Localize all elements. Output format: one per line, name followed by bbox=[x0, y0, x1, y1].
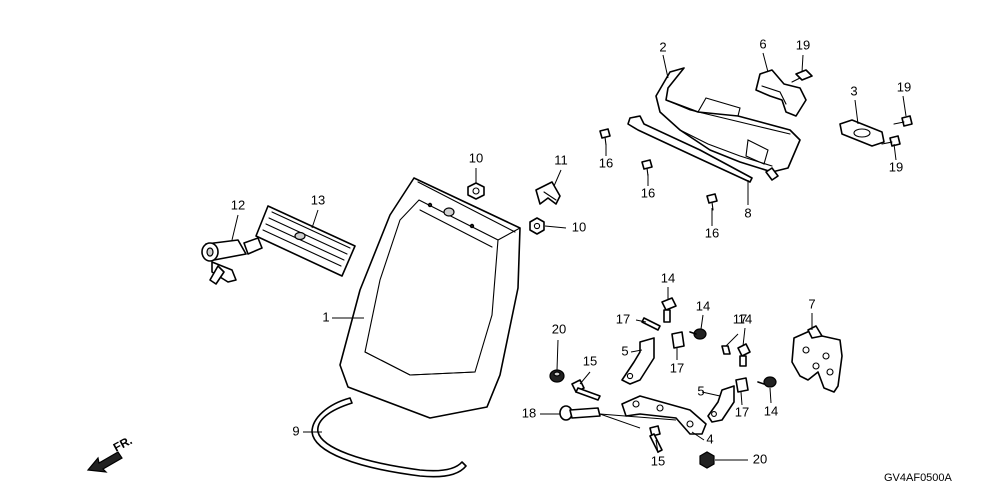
callout-label: 20 bbox=[552, 321, 566, 336]
callout-label: 5 bbox=[697, 383, 704, 398]
callout-label: 1 bbox=[322, 309, 329, 324]
callout-label: 10 bbox=[572, 219, 586, 234]
screw-16b bbox=[641, 159, 653, 177]
diagram-code: GV4AF0500A bbox=[884, 472, 953, 484]
stay-bracket bbox=[621, 395, 707, 435]
callout-label: 16 bbox=[599, 155, 613, 170]
callout-label: 19 bbox=[889, 159, 903, 174]
callout-label: 14 bbox=[738, 311, 752, 326]
callout-label: 17 bbox=[670, 360, 684, 375]
direction-label: FR. bbox=[111, 433, 135, 454]
callout-label: 14 bbox=[764, 403, 778, 418]
bolt-14b bbox=[689, 328, 707, 340]
speed-nut-upper bbox=[467, 182, 485, 200]
bolt-18 bbox=[559, 405, 601, 421]
screw-19b bbox=[893, 115, 913, 127]
mounting-plate bbox=[791, 325, 843, 393]
small-bracket-left bbox=[621, 337, 655, 385]
callout-label: 15 bbox=[651, 453, 665, 468]
screw-16a bbox=[599, 128, 611, 146]
bolt-15a bbox=[571, 379, 601, 401]
callout-label: 19 bbox=[897, 79, 911, 94]
callout-label: 17 bbox=[733, 311, 747, 326]
speed-nut-lower bbox=[529, 217, 545, 235]
screw-19a bbox=[791, 69, 813, 83]
callout-label: 8 bbox=[744, 205, 751, 220]
clip bbox=[535, 181, 561, 205]
callout-label: 7 bbox=[808, 296, 815, 311]
callout-label: 16 bbox=[641, 185, 655, 200]
bracket bbox=[755, 69, 807, 117]
callout-label: 6 bbox=[759, 36, 766, 51]
nut-20b bbox=[699, 451, 715, 469]
callout-label: 5 bbox=[621, 343, 628, 358]
molding-strip bbox=[627, 115, 753, 183]
collar-17b bbox=[671, 331, 685, 349]
callout-label: 4 bbox=[706, 431, 713, 446]
collar-17d bbox=[735, 377, 749, 393]
leader-lines bbox=[231, 52, 907, 461]
callout-label: 16 bbox=[705, 225, 719, 240]
emblem-plate bbox=[839, 119, 885, 147]
screw-16c bbox=[706, 193, 718, 211]
grommet-20a bbox=[549, 369, 565, 383]
callout-label: 20 bbox=[753, 451, 767, 466]
upper-cover bbox=[655, 67, 801, 181]
collar-17c bbox=[721, 345, 731, 355]
callout-label: 14 bbox=[696, 298, 710, 313]
callout-label: 18 bbox=[522, 405, 536, 420]
callout-label: 3 bbox=[850, 83, 857, 98]
front-cover bbox=[339, 177, 521, 419]
callout-labels: 1 2 3 4 5 5 6 7 8 9 10 10 11 12 13 14 14… bbox=[231, 36, 911, 468]
bolt-14d bbox=[757, 376, 777, 388]
bolt-14c bbox=[737, 343, 751, 367]
callout-label: 17 bbox=[735, 404, 749, 419]
grille bbox=[255, 205, 356, 277]
callout-label: 19 bbox=[796, 37, 810, 52]
callout-label: 15 bbox=[583, 353, 597, 368]
direction-arrow-icon bbox=[86, 451, 123, 473]
callout-label: 14 bbox=[661, 270, 675, 285]
callout-label: 2 bbox=[659, 39, 666, 54]
front-direction-indicator: FR. bbox=[86, 433, 135, 473]
key-switch bbox=[201, 237, 263, 285]
bolt-14a bbox=[661, 297, 677, 323]
callout-label: 10 bbox=[469, 150, 483, 165]
small-bracket-right bbox=[707, 385, 735, 423]
callout-label: 12 bbox=[231, 197, 245, 212]
callout-label: 13 bbox=[311, 192, 325, 207]
bolt-15b bbox=[649, 425, 663, 453]
screw-19c bbox=[881, 135, 901, 147]
callout-label: 11 bbox=[554, 152, 568, 167]
collar-17a bbox=[641, 317, 661, 331]
callout-label: 9 bbox=[292, 423, 299, 438]
callout-label: 17 bbox=[616, 311, 630, 326]
